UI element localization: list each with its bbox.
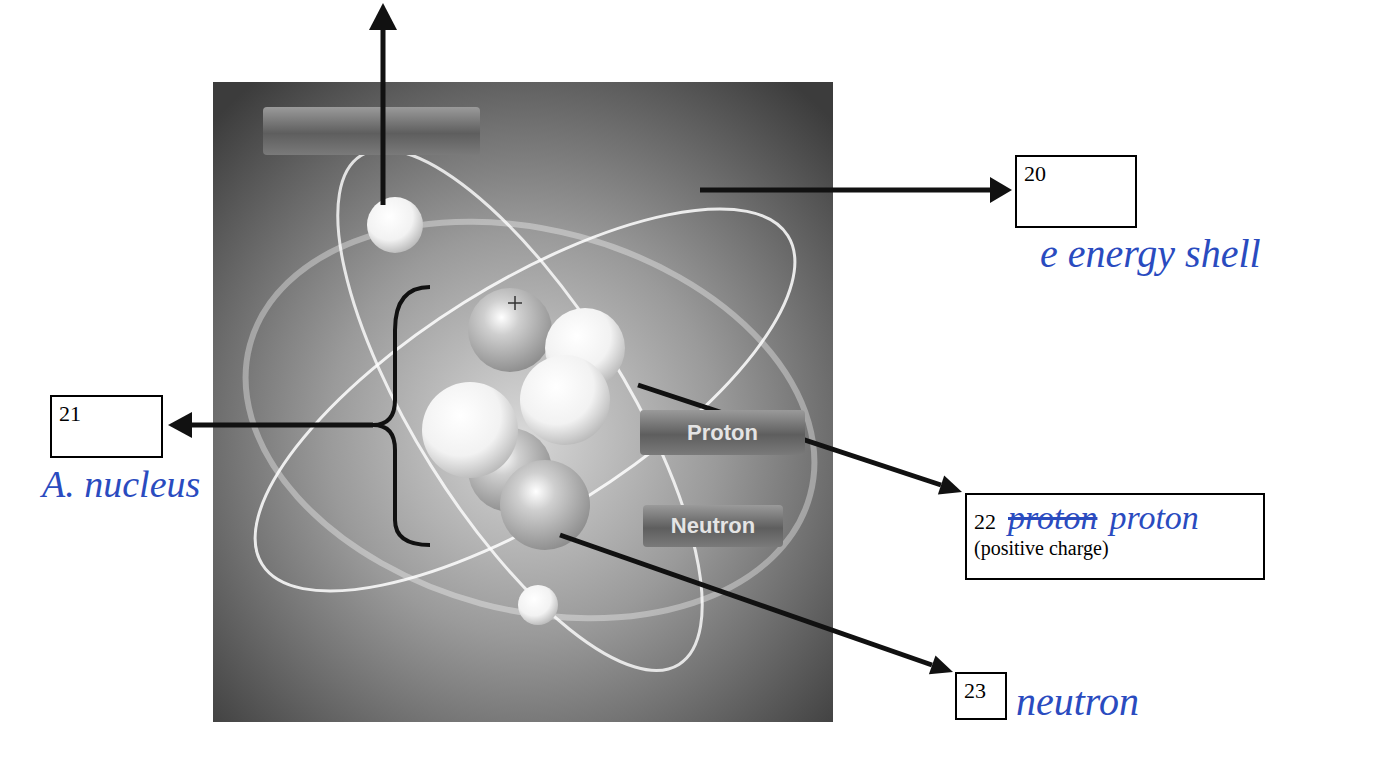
electron-ball: [367, 197, 423, 253]
callout-number: 22: [974, 509, 996, 534]
arrow-head: [929, 655, 953, 674]
crossed-answer: proton: [1008, 499, 1097, 536]
orbit-glow: [213, 161, 833, 678]
picture-ground: [213, 82, 833, 722]
electron-ball: [518, 585, 558, 625]
callout-number: 23: [964, 678, 986, 703]
answer-text: neutron: [1016, 678, 1139, 725]
leader-line: [560, 535, 932, 665]
part-label: Neutron: [643, 505, 783, 547]
bracket: [373, 287, 430, 545]
arrow-head: [990, 177, 1012, 203]
leader-arrows: [168, 3, 1012, 674]
leader-line: [188, 423, 373, 428]
leader-line: [638, 385, 941, 485]
orbits: [213, 100, 833, 720]
proton-ball: [422, 382, 518, 478]
answer-text: e energy shell: [1040, 230, 1261, 277]
neutron-ball: [468, 288, 552, 372]
callout-number: 20: [1024, 161, 1046, 186]
callout-number: 21: [59, 401, 81, 426]
proton-ball: [520, 355, 610, 445]
leader-line: [700, 188, 994, 193]
arrow-head: [938, 476, 962, 495]
callout-note: (positive charge): [974, 537, 1256, 560]
callout-box: 22 proton proton(positive charge): [965, 493, 1265, 580]
nucleus: [422, 288, 625, 550]
callout-box: 23: [955, 672, 1007, 720]
callout-box: 20: [1015, 155, 1137, 228]
answer-text: A. nucleus: [42, 462, 200, 506]
blank-label-bar: [263, 107, 480, 155]
neutron-ball: [500, 460, 590, 550]
arrow-head: [168, 412, 192, 438]
answer-text: proton: [1109, 499, 1198, 536]
callout-box: 21: [50, 395, 163, 458]
part-label: Proton: [640, 410, 805, 455]
leader-line: [381, 26, 386, 205]
arrow-head: [369, 3, 397, 30]
plus-sign: [508, 296, 522, 310]
